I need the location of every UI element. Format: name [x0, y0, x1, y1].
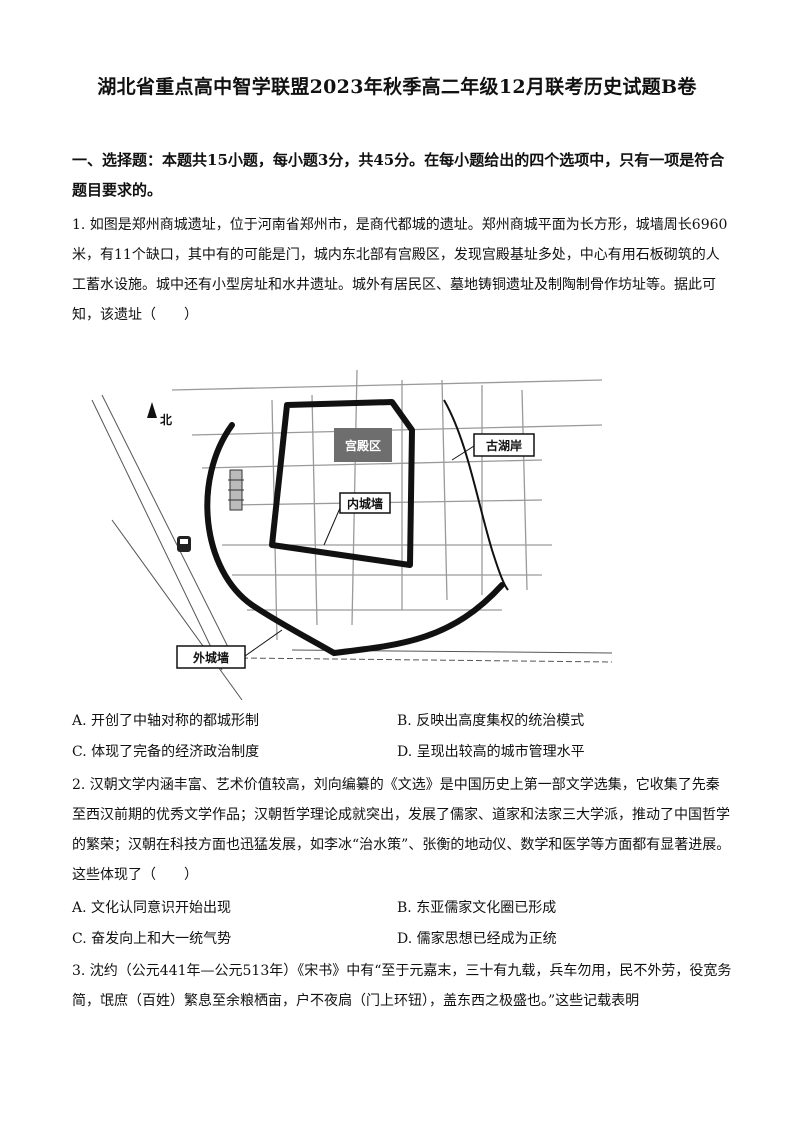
- q1-option-d: D. 呈现出较高的城市管理水平: [397, 744, 585, 760]
- pagoda-icon: [228, 469, 244, 511]
- lakeshore-label: 古湖岸: [486, 438, 522, 453]
- palace-area: [334, 428, 392, 462]
- q2-option-d: D. 儒家思想已经成为正统: [397, 931, 557, 947]
- north-arrow-icon: 北: [147, 402, 172, 427]
- outer-wall-label: 外城墙: [193, 650, 229, 665]
- q2-option-a: A. 文化认同意识开始出现: [72, 900, 232, 916]
- q2-option-c: C. 奋发向上和大一统气势: [72, 931, 232, 947]
- q1-option-b: B. 反映出高度集权的统治模式: [397, 713, 585, 729]
- railways: [91, 394, 612, 700]
- outer-city-wall: [204, 422, 505, 657]
- section-heading: 一、选择题：本题共15小题，每小题3分，共45分。在每小题给出的四个选项中，只有…: [72, 151, 725, 199]
- zhengzhou-shang-city-map: 宫殿区 内城墙 外城墙 古湖岸 北: [91, 369, 612, 700]
- inner-city-wall: [269, 399, 415, 568]
- q2-option-b: B. 东亚儒家文化圈已形成: [397, 900, 557, 916]
- inner-wall-label: 内城墙: [347, 496, 383, 511]
- q1-option-c: C. 体现了完备的经济政治制度: [72, 744, 260, 760]
- question-3-stem: 3. 沈约（公元441年—公元513年）《宋书》中有“至于元嘉末，三十有九载，兵…: [72, 963, 732, 1009]
- exam-title: 湖北省重点高中智学联盟2023年秋季高二年级12月联考历史试题B卷: [97, 76, 697, 98]
- ancient-lakeshore-line: [443, 399, 509, 591]
- palace-area-label: 宫殿区: [345, 438, 381, 453]
- svg-text:北: 北: [160, 412, 172, 427]
- question-2-stem: 2. 汉朝文学内涵丰富、艺术价值较高，刘向编纂的《文选》是中国历史上第一部文学选…: [72, 777, 731, 883]
- train-icon: [177, 536, 191, 552]
- question-1-stem: 1. 如图是郑州商城遗址，位于河南省郑州市，是商代都城的遗址。郑州商城平面为长方…: [72, 217, 728, 323]
- q1-option-a: A. 开创了中轴对称的都城形制: [72, 713, 260, 729]
